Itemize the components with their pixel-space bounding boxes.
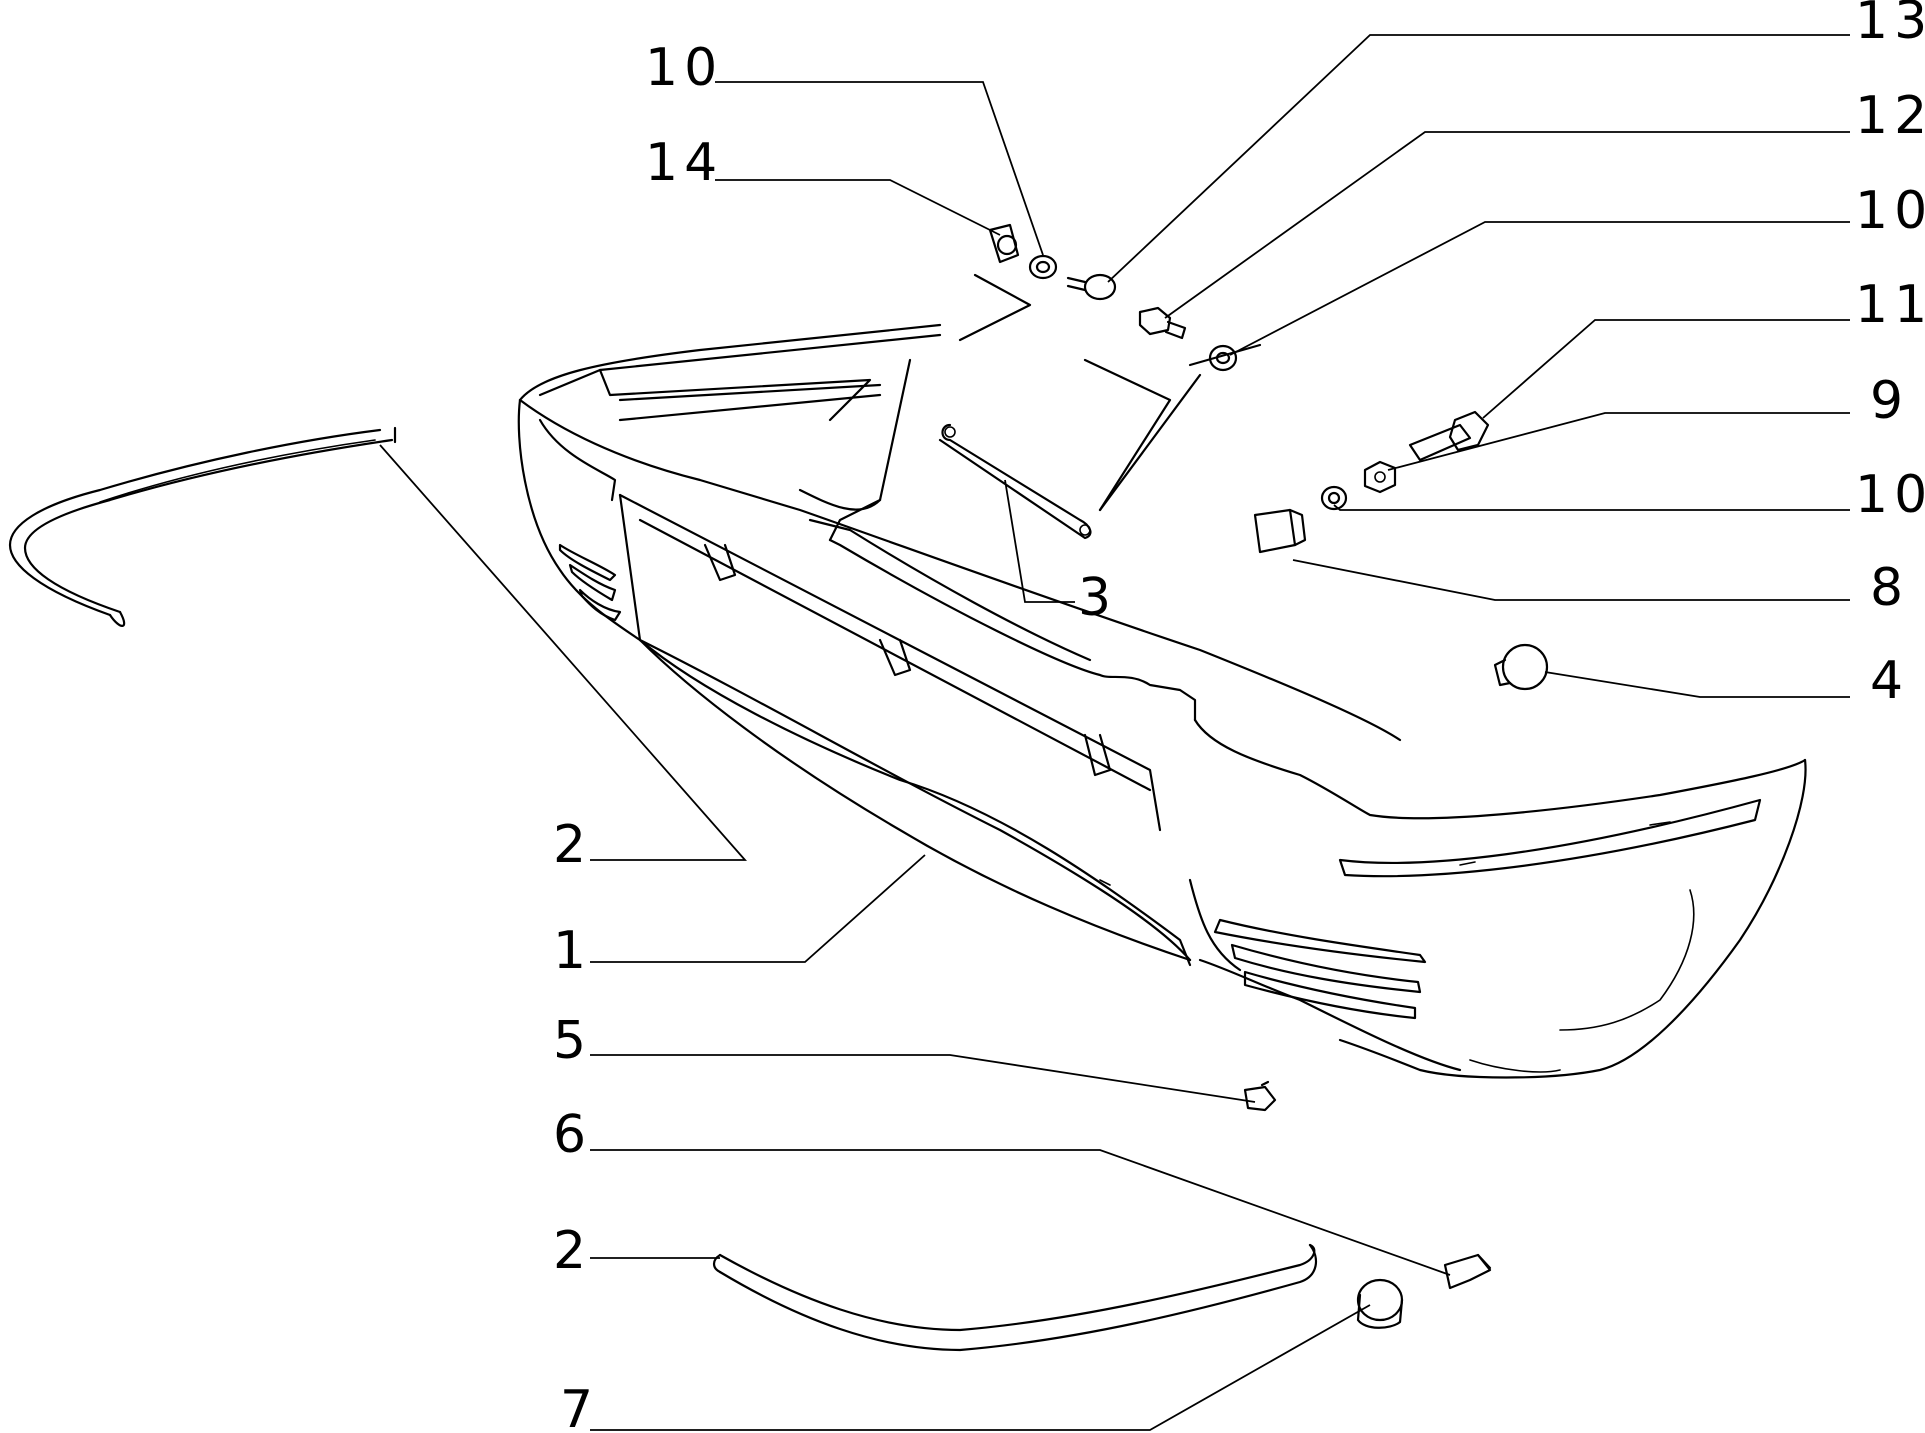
nut-part-9	[1363, 460, 1397, 494]
callout-c6: 6	[553, 1105, 592, 1165]
callout-numbers: 10 14 13 12 10 11 9 10 8 4 3 2 1 5 6 2 7	[553, 0, 1925, 1433]
leader-c13	[1107, 34, 1850, 283]
callout-c14: 14	[645, 133, 723, 193]
leader-lines	[379, 34, 1850, 1431]
callout-c2b: 2	[553, 1221, 592, 1281]
leader-c11	[1482, 319, 1850, 419]
leader-c9	[1387, 412, 1850, 471]
callout-c1: 1	[553, 921, 592, 981]
bracket-rod-part	[938, 423, 1092, 540]
clip-nut-part-14	[988, 223, 1020, 264]
callout-c12: 12	[1855, 86, 1925, 146]
leader-c2a	[379, 444, 747, 861]
bracket-clip-part-6	[1443, 1253, 1492, 1290]
bumper-cover-part	[517, 323, 1807, 1079]
leader-c10a	[715, 81, 1044, 256]
leader-c10c	[1333, 504, 1850, 511]
callout-c7: 7	[560, 1380, 599, 1433]
callout-c4: 4	[1870, 651, 1909, 711]
leader-c5	[590, 1054, 1256, 1103]
hex-bolt-part-12	[1138, 306, 1187, 340]
callout-c11: 11	[1855, 275, 1925, 335]
callout-c10b: 10	[1855, 181, 1925, 241]
leader-c12	[1164, 131, 1850, 319]
callout-c8: 8	[1870, 558, 1909, 618]
leader-c7	[590, 1304, 1371, 1431]
callout-c5: 5	[553, 1011, 592, 1071]
callout-c13: 13	[1855, 0, 1925, 51]
leader-c14	[715, 179, 1001, 236]
callout-c9: 9	[1870, 371, 1909, 431]
bumper-stop-part-4	[1493, 643, 1549, 691]
callout-c10a: 10	[645, 38, 723, 98]
washer-part-10-top	[1028, 254, 1058, 280]
upper-trim-strip-part	[8, 426, 397, 627]
bushing-part-7	[1356, 1278, 1404, 1329]
stud-bolt-part-11	[1408, 410, 1490, 462]
leader-c1	[590, 854, 926, 963]
washer-part-10-lower	[1320, 485, 1348, 511]
bolt-part-13	[1066, 273, 1117, 301]
plug-part-8	[1253, 508, 1307, 554]
bracket-guide-lines	[958, 273, 1262, 512]
leader-c10b	[1229, 221, 1850, 356]
callout-c10c: 10	[1855, 465, 1925, 525]
leader-c4	[1544, 671, 1850, 698]
callout-c3: 3	[1078, 568, 1117, 628]
leader-c8	[1292, 559, 1850, 601]
leader-c6	[590, 1149, 1451, 1276]
clip-part-5	[1243, 1080, 1277, 1112]
callout-c2a: 2	[553, 815, 592, 875]
leader-c3	[1004, 479, 1075, 603]
lower-trim-strip-part	[712, 1243, 1318, 1352]
